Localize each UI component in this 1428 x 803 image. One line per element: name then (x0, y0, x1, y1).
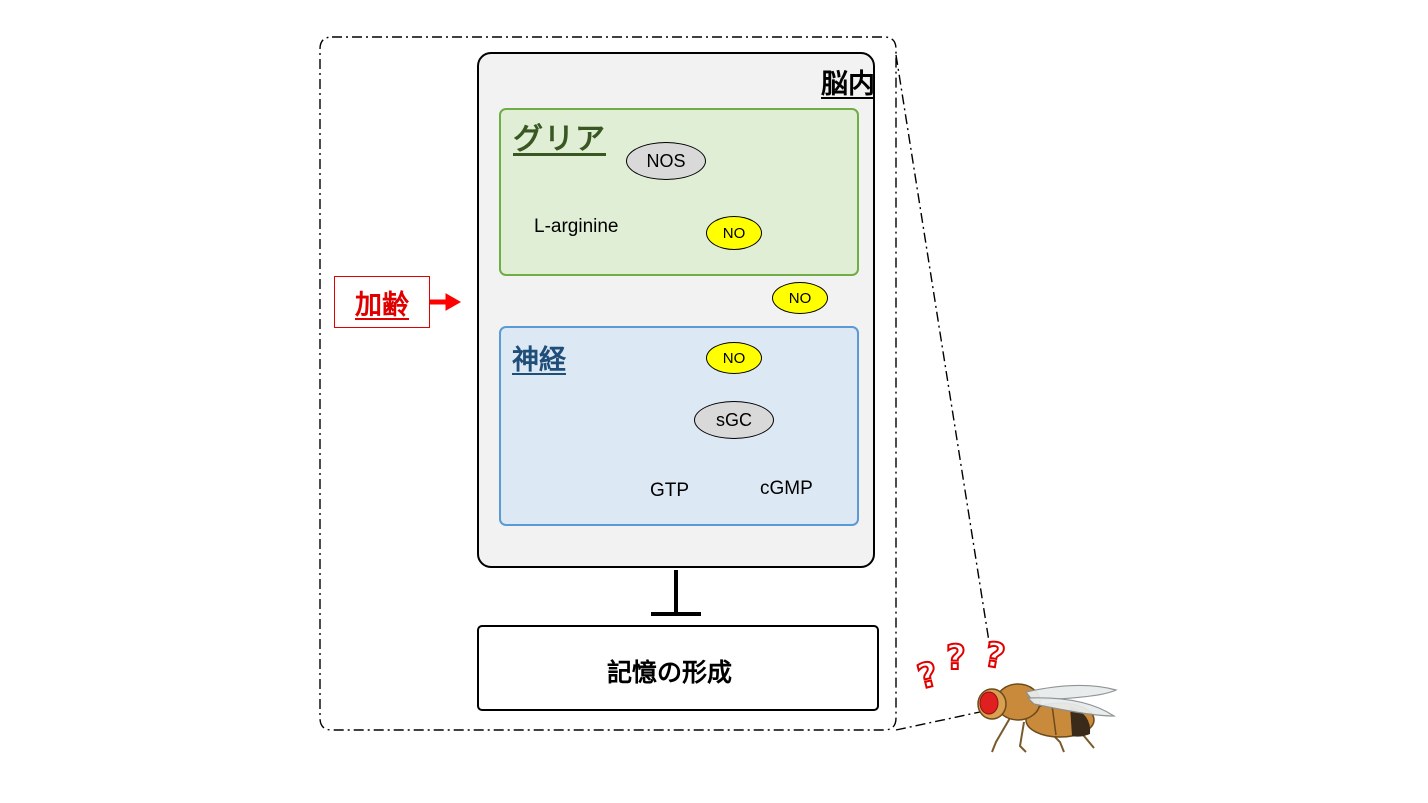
aging-label: 加齢 (355, 289, 409, 321)
glia-no-node: NO (706, 216, 762, 250)
neuron-no-node: NO (706, 342, 762, 374)
aging-box: 加齢 (334, 276, 430, 328)
fly-illustration (977, 683, 1118, 753)
zoom-outline (319, 36, 897, 731)
nos-enzyme-node: NOS (626, 142, 706, 180)
l-arginine-label: L-arginine (534, 216, 619, 237)
extracellular-no-node: NO (772, 282, 828, 314)
zoom-line-top (895, 54, 991, 649)
zoom-line-bottom (895, 711, 981, 731)
cgmp-label: cGMP (760, 478, 813, 499)
gtp-label: GTP (650, 480, 690, 501)
memory-formation-box (477, 625, 879, 711)
glia-title: グリア (513, 122, 606, 157)
sgc-node: sGC (694, 401, 774, 439)
question-mark-2: ? (945, 637, 967, 679)
glia-box (499, 108, 859, 276)
brain-title: 脳内 (821, 69, 875, 100)
neuron-title: 神経 (512, 345, 566, 376)
aging-arrow (429, 293, 462, 311)
neuron-box (499, 326, 859, 526)
memory-formation-label: 記憶の形成 (607, 658, 733, 687)
